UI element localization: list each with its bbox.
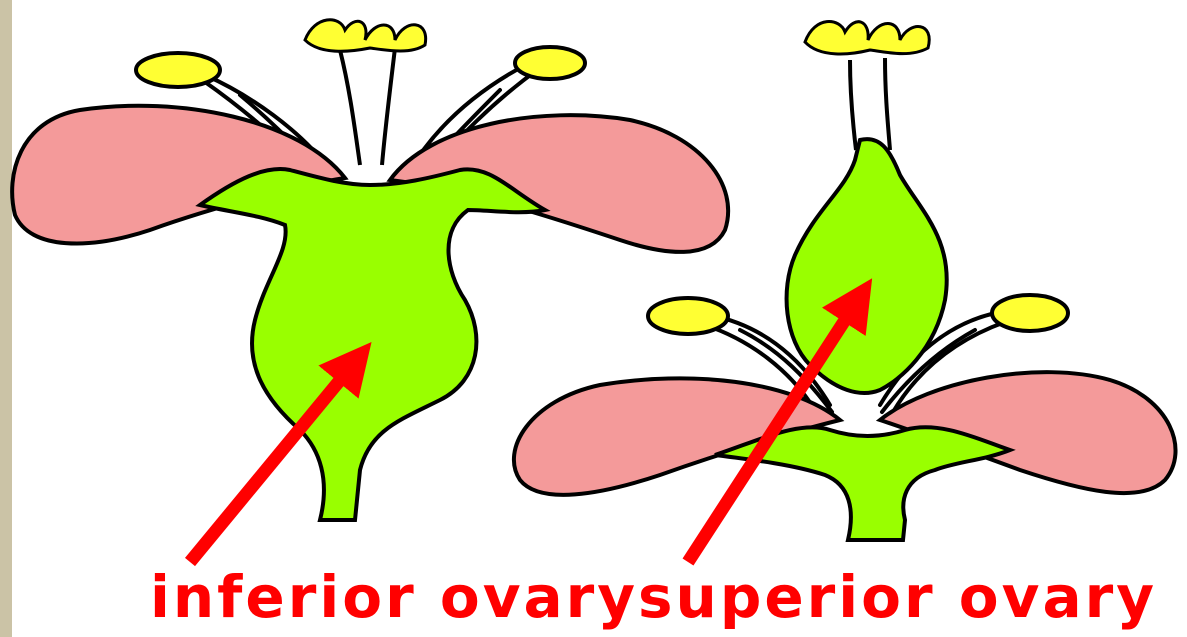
superior-ovary [787, 139, 947, 393]
superior-ovary-flower [514, 22, 1176, 562]
inferior-ovary [200, 169, 545, 520]
left-flower-anther-left [136, 53, 220, 87]
right-flower-stigma [805, 22, 929, 54]
left-flower-stigma [305, 20, 426, 51]
right-flower-anther-right [992, 295, 1068, 331]
right-flower-style-left [850, 60, 856, 150]
left-flower-style [305, 20, 426, 165]
right-flower-style-right [885, 58, 890, 150]
superior-ovary-label: superior ovary [638, 562, 1157, 632]
right-flower-anther-left [648, 298, 728, 334]
inferior-ovary-label: inferior ovary [150, 562, 638, 632]
left-flower-anther-right [515, 47, 585, 79]
